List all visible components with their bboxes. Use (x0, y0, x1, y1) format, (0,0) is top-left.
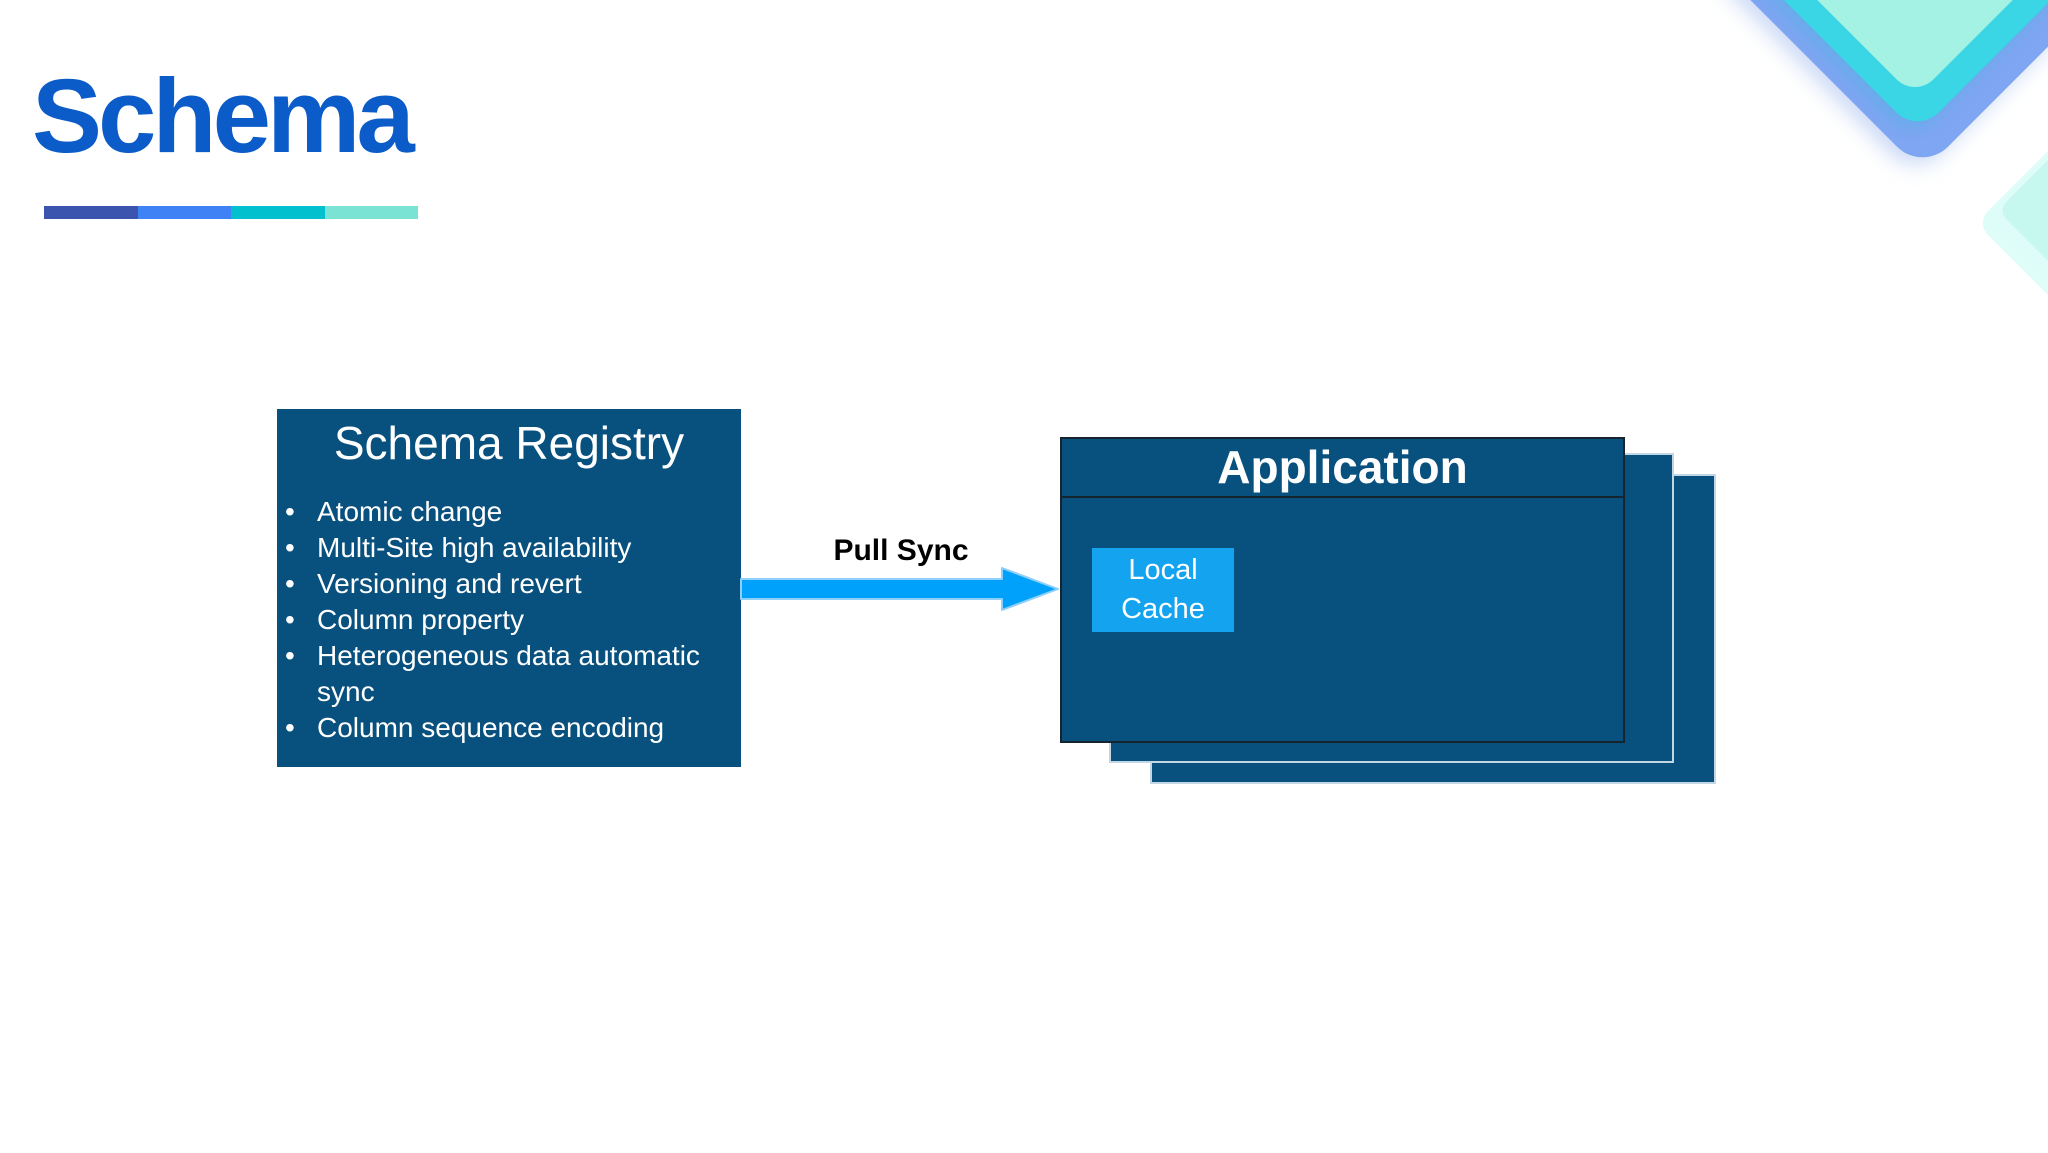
local-cache-box: Local Cache (1092, 548, 1234, 632)
local-cache-label: Local Cache (1121, 553, 1205, 625)
accent-bar-segment-3 (231, 206, 325, 219)
accent-bar-segment-2 (137, 206, 231, 219)
title-accent-bar (44, 206, 418, 219)
accent-bar-segment-4 (324, 206, 418, 219)
accent-bar-segment-1 (44, 206, 138, 219)
list-item: Atomic change (277, 494, 725, 530)
application-box: Application Local Cache (1060, 437, 1625, 743)
slide-title: Schema (32, 58, 415, 175)
list-item: Column sequence encoding (277, 710, 725, 746)
schema-registry-title: Schema Registry (333, 417, 685, 469)
list-item: Heterogeneous data automatic sync (277, 638, 725, 710)
list-item: Column property (277, 602, 725, 638)
application-title: Application (1062, 439, 1623, 498)
arrow-shape (740, 567, 1059, 611)
schema-registry-feature-list: Atomic change Multi-Site high availabili… (277, 494, 741, 746)
pull-sync-arrow-icon (740, 567, 1059, 611)
pull-sync-label: Pull Sync (833, 534, 969, 567)
list-item: Multi-Site high availability (277, 530, 725, 566)
list-item: Versioning and revert (277, 566, 725, 602)
schema-registry-box: Schema Registry Atomic change Multi-Site… (277, 409, 741, 767)
